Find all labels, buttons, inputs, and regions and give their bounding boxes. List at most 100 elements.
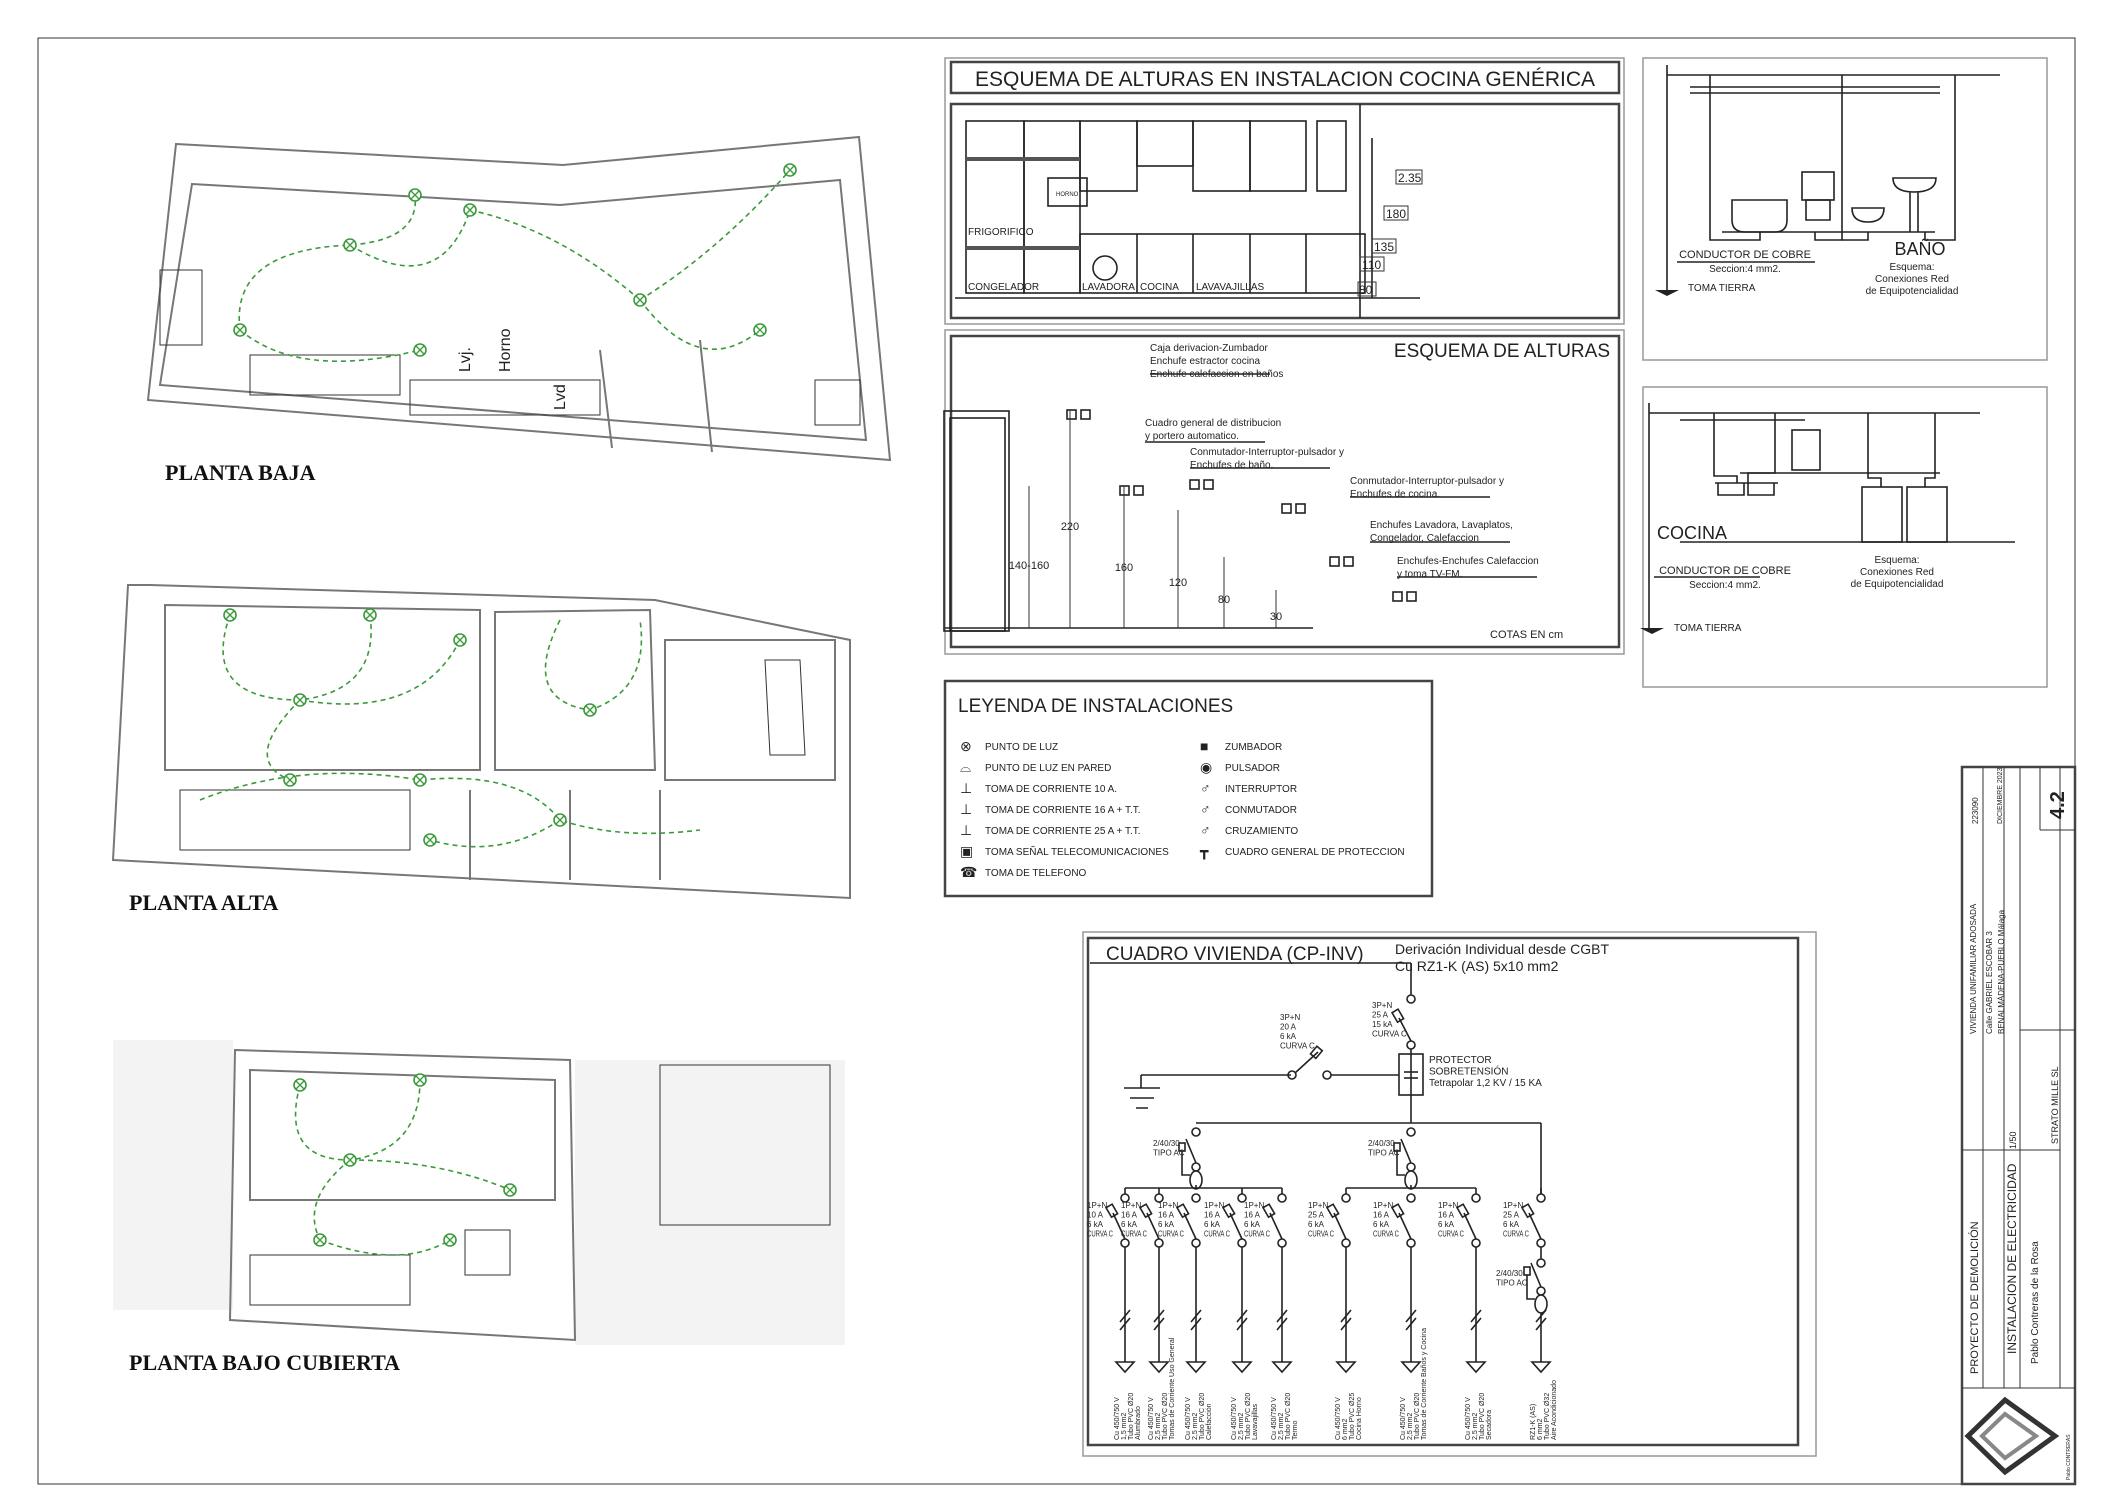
legend-item: ⊥TOMA DE CORRIENTE 25 A + T.T. bbox=[960, 822, 1141, 838]
skylight bbox=[764, 659, 806, 756]
circuit-spec: 6 kA bbox=[1204, 1220, 1221, 1229]
circuit-spec: 1P+N bbox=[1121, 1201, 1141, 1210]
building-type: VIVIENDA UNIFAMILIAR ADOSADA bbox=[1969, 903, 1978, 1034]
main-breaker-spec: 15 kA bbox=[1372, 1020, 1393, 1029]
legend-item: ⌓PUNTO DE LUZ EN PARED bbox=[960, 759, 1111, 775]
plan-wall bbox=[599, 349, 613, 449]
height-annotation: Conmutador-Interruptor-pulsador yEnchufe… bbox=[1169, 476, 1504, 628]
circuit-cable-label: 2,5 mm2 bbox=[1278, 1413, 1285, 1440]
heights-scheme: ESQUEMA DE ALTURAS Caja derivacion-Zumba… bbox=[943, 329, 1625, 655]
title-block: Pablo CONTRERAS PROYECTO DE DEMOLICIÓN V… bbox=[1960, 765, 2077, 1486]
terminal bbox=[1406, 1127, 1416, 1137]
circuit-spec: 1P+N bbox=[1373, 1201, 1393, 1210]
legend-label: CRUZAMIENTO bbox=[1225, 826, 1298, 837]
plan-stair bbox=[249, 354, 401, 396]
label-frigorifico: FRIGORIFICO bbox=[968, 227, 1034, 238]
legend-label: TOMA DE CORRIENTE 25 A + T.T. bbox=[985, 826, 1141, 837]
light-point-icon bbox=[423, 833, 437, 847]
logo-text: Pablo CONTRERAS bbox=[2066, 1434, 2072, 1480]
light-point-icon bbox=[343, 1153, 357, 1167]
conductor-marker-icon bbox=[1153, 1309, 1165, 1331]
circuit-wiring bbox=[199, 614, 701, 848]
load-arrow-icon bbox=[1335, 1361, 1357, 1374]
legend-items: ⊗PUNTO DE LUZ⌓PUNTO DE LUZ EN PARED⊥TOMA… bbox=[960, 738, 1405, 880]
circuit-cable-label: 2,5 mm2 bbox=[1192, 1413, 1199, 1440]
bano-section: Seccion:4 mm2. bbox=[1709, 264, 1781, 275]
height-dimension: 160 bbox=[1115, 562, 1133, 574]
circuit-spec: 6 kA bbox=[1158, 1220, 1175, 1229]
light-point-icon bbox=[413, 1073, 427, 1087]
legend-label: CUADRO GENERAL DE PROTECCION bbox=[1225, 847, 1405, 858]
load-arrow-icon bbox=[1271, 1361, 1293, 1374]
plan-room bbox=[249, 1068, 556, 1201]
terminal bbox=[1237, 1193, 1247, 1203]
legend-item: ■ZUMBADOR bbox=[1200, 738, 1282, 754]
height-note: y toma TV-FM. bbox=[1397, 569, 1462, 580]
terminal bbox=[1471, 1193, 1481, 1203]
buzzer-icon: ■ bbox=[1200, 738, 1208, 754]
circuit-cable-label: Cu 450/750 V bbox=[1400, 1397, 1407, 1440]
circuit-spec: 6 kA bbox=[1121, 1220, 1138, 1229]
height-135: 135 bbox=[1374, 240, 1394, 254]
circuit-cable-label: Tubo PVC Ø20 bbox=[1285, 1393, 1292, 1440]
height-note: Conmutador-Interruptor-pulsador y bbox=[1190, 447, 1344, 458]
legend-title: LEYENDA DE INSTALACIONES bbox=[958, 696, 1233, 717]
circuit-spec: 6 kA bbox=[1244, 1220, 1261, 1229]
telephone-icon: ☎ bbox=[960, 864, 977, 880]
light-point-icon bbox=[503, 1183, 517, 1197]
roof-tiles bbox=[575, 1060, 845, 1345]
legend-item: ▣TOMA SEÑAL TELECOMUNICACIONES bbox=[960, 843, 1169, 859]
circuit-spec: 25 A bbox=[1308, 1211, 1325, 1220]
circuit-cable-label: Cu 450/750 V bbox=[1148, 1397, 1155, 1440]
height-180: 180 bbox=[1386, 207, 1406, 221]
surge-protector-label: Tetrapolar 1,2 KV / 15 KA bbox=[1429, 1078, 1542, 1089]
circuit-spec: 16 A bbox=[1244, 1211, 1261, 1220]
circuit-spec: CURVA C bbox=[1204, 1230, 1230, 1239]
load-arrow-icon bbox=[1114, 1361, 1136, 1374]
legend-label: PULSADOR bbox=[1225, 763, 1280, 774]
kitchen-counter bbox=[409, 379, 601, 416]
panel-feed-2: Cu RZ1-K (AS) 5x10 mm2 bbox=[1395, 958, 1559, 974]
floor-plan-planta-bajo-cubierta bbox=[113, 1040, 845, 1345]
plan-room bbox=[494, 608, 657, 771]
kitchen-sink bbox=[1715, 482, 1778, 496]
panel-title: CUADRO VIVIENDA (CP-INV) bbox=[1106, 944, 1364, 965]
circuit-spec: CURVA C bbox=[1503, 1230, 1529, 1239]
single-line-diagram: CUADRO VIVIENDA (CP-INV) Derivación Indi… bbox=[1082, 931, 1817, 1457]
height-235: 2.35 bbox=[1398, 171, 1422, 185]
earth-icon bbox=[1640, 628, 1664, 634]
circuit-breaker-icon bbox=[1390, 1203, 1405, 1219]
plan-stair bbox=[159, 269, 203, 346]
height-note: Enchufes de cocina. bbox=[1350, 489, 1440, 500]
height-note: Caja derivacion-Zumbador bbox=[1150, 343, 1269, 354]
oven bbox=[1047, 177, 1088, 207]
socket-10a-icon: ⊥ bbox=[960, 780, 972, 796]
sheet-number: 4.2 bbox=[2047, 791, 2069, 819]
main-panel-icon: ┳ bbox=[1199, 843, 1209, 860]
circuit-spec: 16 A bbox=[1121, 1211, 1138, 1220]
height-annotation: Conmutador-Interruptor-pulsador y Enchufe… bbox=[1115, 447, 1344, 628]
load-arrow-icon bbox=[1530, 1361, 1552, 1374]
conductor-marker-icon bbox=[1276, 1309, 1288, 1331]
light-point-icon bbox=[783, 163, 797, 177]
height-note: Enchufes de baño. bbox=[1190, 460, 1273, 471]
ground-icon bbox=[1124, 1075, 1160, 1109]
circuit-spec: 1P+N bbox=[1158, 1201, 1178, 1210]
legend-label: PUNTO DE LUZ bbox=[985, 742, 1058, 753]
rcd-spec: 2/40/30 bbox=[1153, 1139, 1180, 1148]
circuit-spec: 1P+N bbox=[1087, 1201, 1107, 1210]
circuit-cable-label: Aire Acondicionado bbox=[1551, 1380, 1558, 1440]
surge-breaker-spec: 20 A bbox=[1280, 1023, 1297, 1032]
circuit-breaker-icon bbox=[1520, 1203, 1535, 1219]
circuit-spec: CURVA C bbox=[1121, 1230, 1147, 1239]
sheet-border bbox=[37, 37, 2076, 1485]
load-arrow-icon bbox=[1400, 1361, 1422, 1374]
circuit-cable-label: Tubo PVC Ø20 bbox=[1479, 1393, 1486, 1440]
light-point-icon bbox=[313, 1233, 327, 1247]
circuit-spec: 1P+N bbox=[1204, 1201, 1224, 1210]
kitchen-title-bar bbox=[949, 60, 1621, 95]
cocina-scheme-3: de Equipotencialidad bbox=[1851, 579, 1944, 590]
terminal bbox=[1191, 1193, 1201, 1203]
plan-stair bbox=[249, 1254, 411, 1306]
